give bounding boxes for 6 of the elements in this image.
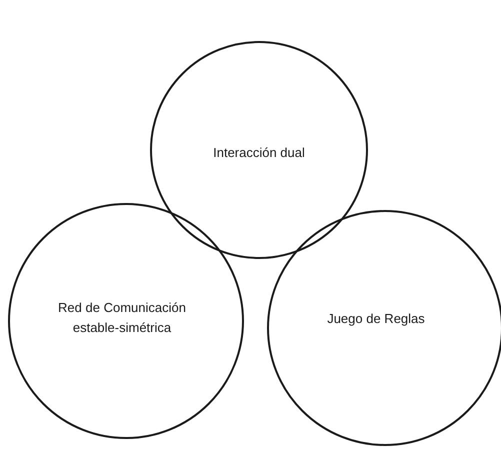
circle-label: Juego de Reglas	[326, 310, 426, 328]
circle-label: Interacción dual	[212, 144, 306, 162]
venn-circle	[267, 210, 501, 446]
venn-circle	[150, 41, 368, 259]
venn-circle	[8, 203, 244, 439]
circle-label: Red de Comunicación estable-simétrica	[57, 299, 187, 338]
